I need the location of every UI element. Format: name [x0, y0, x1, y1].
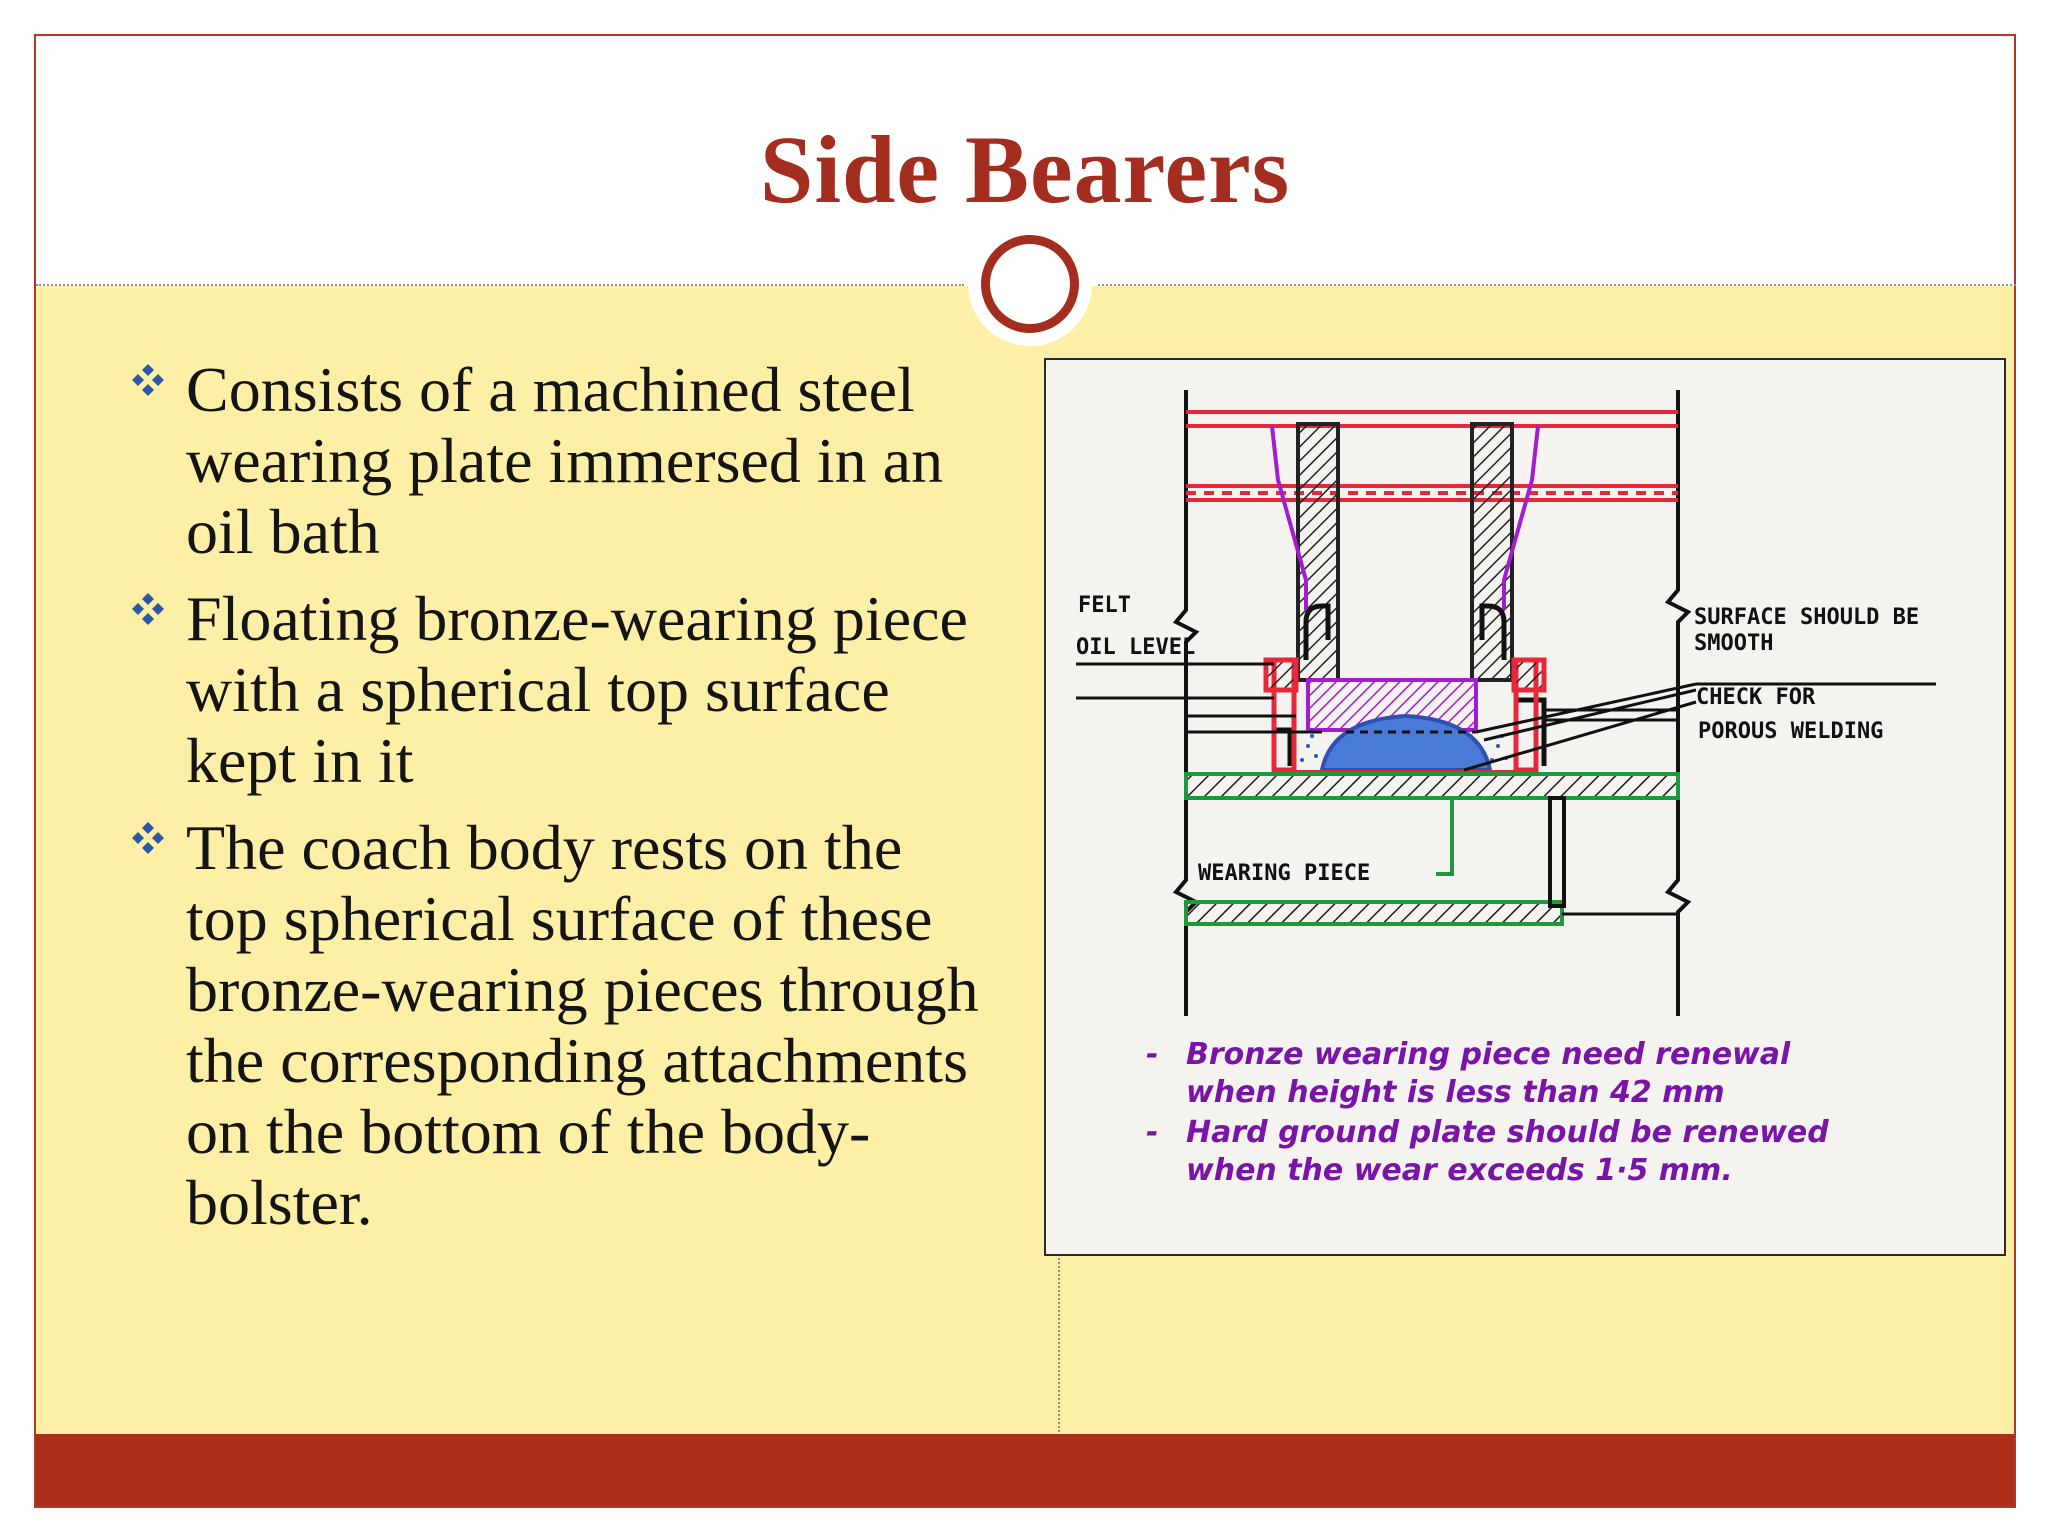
oil-box [1263, 657, 1547, 773]
lower-plate [1184, 900, 1564, 926]
label-felt: FELT [1078, 593, 1131, 618]
slide: Side Bearers Consists of a machined stee… [34, 34, 2016, 1508]
header-divider-left [36, 284, 964, 286]
bullet-text: Consists of a machined steel wearing pla… [186, 354, 944, 567]
bullet-list: Consists of a machined steel wearing pla… [96, 354, 996, 1254]
hard-ground-plate [1184, 772, 1680, 800]
note-line-3: Hard ground plate should be renewed [1186, 1115, 1829, 1150]
body-attachment [1270, 422, 1540, 732]
label-surface-smooth-1: SURFACE SHOULD BE [1694, 605, 1919, 630]
body-bolster-plates [1186, 410, 1678, 502]
bullet-text: The coach body rests on the top spherica… [186, 812, 979, 1238]
note-line-1: Bronze wearing piece need renewal [1186, 1037, 1791, 1072]
diagram-drawing: FELT OIL LEVEL SURFACE SHOULD BE SMOOTH … [1076, 390, 1936, 1188]
title-ornament-circle [981, 235, 1079, 333]
label-surface-smooth-2: SMOOTH [1694, 631, 1773, 656]
note-line-2: when height is less than 42 mm [1186, 1075, 1725, 1110]
bullet-item: Floating bronze-wearing piece with a sph… [96, 583, 996, 796]
slide-title: Side Bearers [759, 116, 1291, 223]
diamond-bullet-icon [132, 364, 164, 396]
label-check-welding-2: POROUS WELDING [1698, 719, 1883, 744]
level-lines [1076, 662, 1678, 734]
header-divider-right [1098, 284, 2016, 286]
label-wearing-piece: WEARING PIECE [1198, 861, 1370, 886]
bronze-wearing-piece [1319, 713, 1493, 772]
label-check-welding-1: CHECK FOR [1696, 685, 1816, 710]
bullet-text: Floating bronze-wearing piece with a sph… [186, 583, 968, 796]
label-oil-level: OIL LEVEL [1076, 635, 1195, 660]
bullet-item: Consists of a machined steel wearing pla… [96, 354, 996, 567]
svg-text:-: - [1146, 1115, 1158, 1150]
note-line-4: when the wear exceeds 1·5 mm. [1186, 1153, 1733, 1188]
svg-text:-: - [1146, 1037, 1158, 1072]
diamond-bullet-icon [132, 593, 164, 625]
bullet-item: The coach body rests on the top spherica… [96, 812, 996, 1238]
footer-bar [36, 1434, 2014, 1506]
diamond-bullet-icon [132, 822, 164, 854]
leader-lines [1463, 682, 1936, 772]
side-bearer-diagram: FELT OIL LEVEL SURFACE SHOULD BE SMOOTH … [1044, 358, 2006, 1256]
